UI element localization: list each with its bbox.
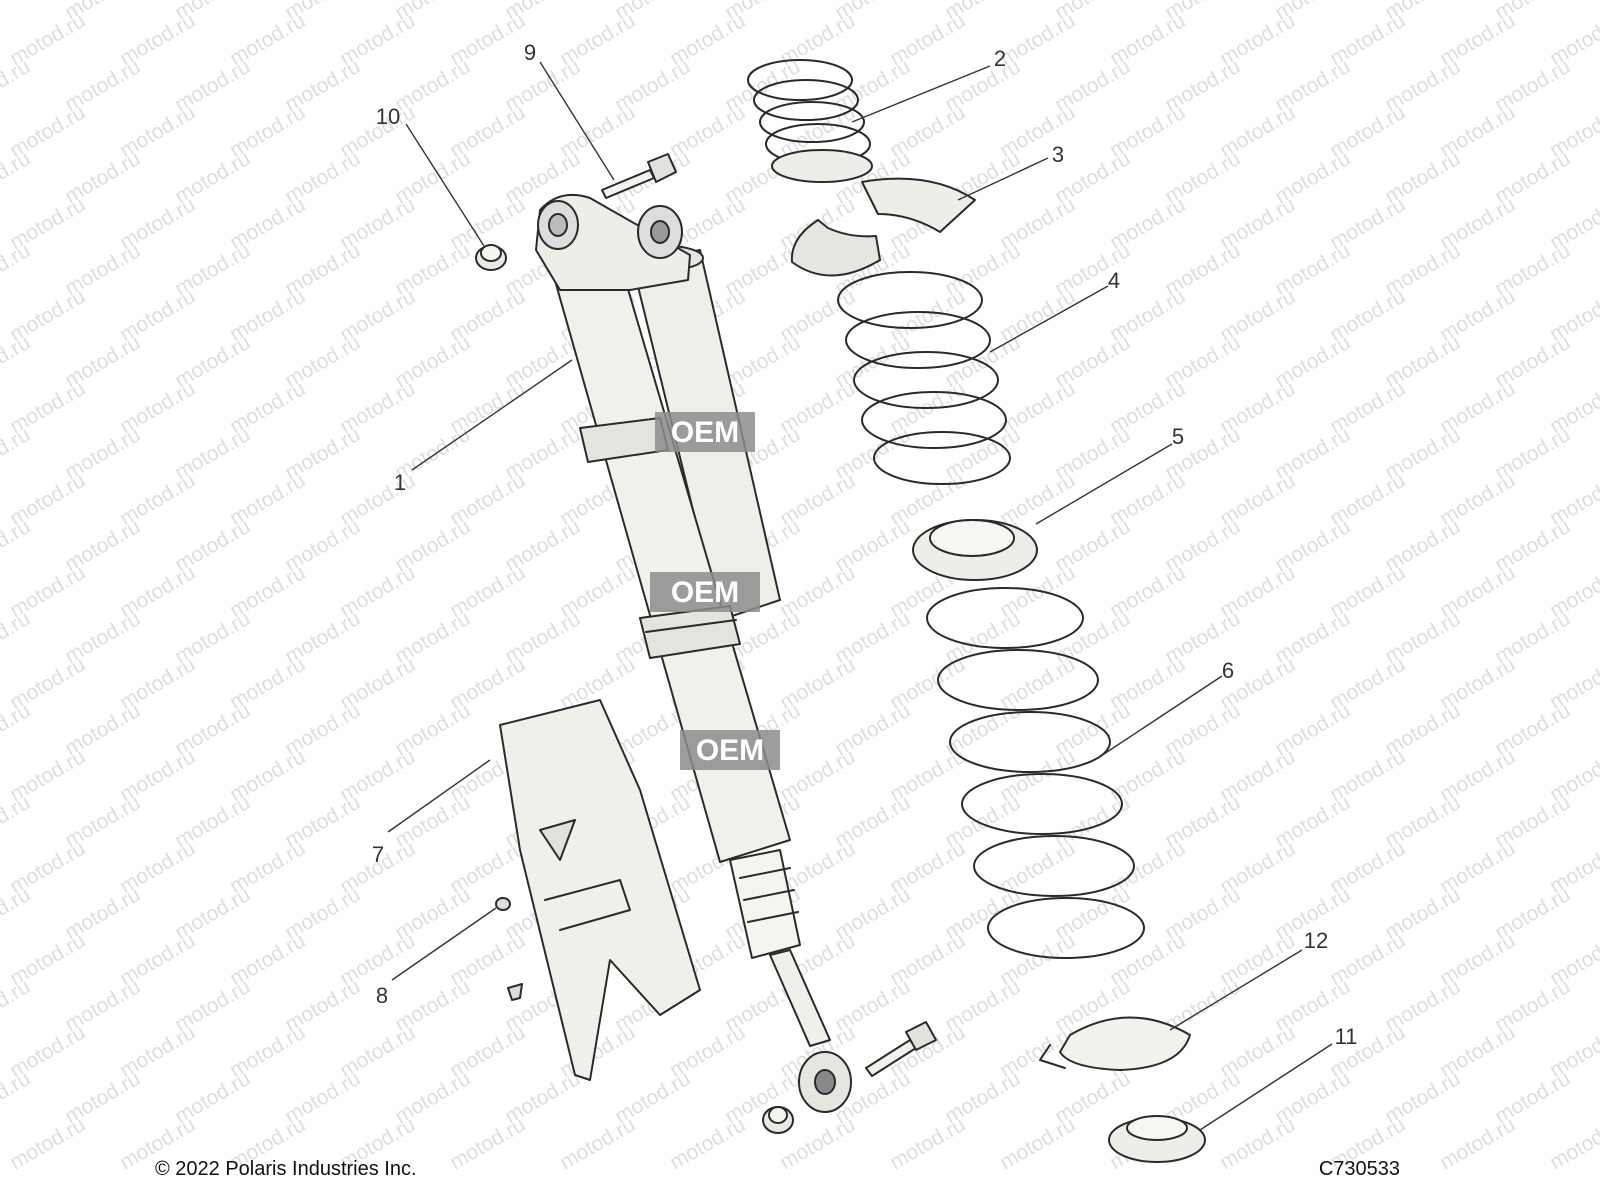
- watermark-text: motod.ru: [0, 975, 34, 1036]
- watermark-text: motod.ru: [0, 423, 34, 484]
- oem-overlay-label: OEM: [671, 416, 739, 449]
- watermark-text: motod.ru: [0, 147, 34, 208]
- flange-nut: [475, 244, 507, 271]
- watermark-text: motod.ru: [0, 55, 34, 116]
- watermark-text: motod.ru: [0, 607, 34, 668]
- callout-8: 8: [376, 983, 388, 1008]
- callout-11: 11: [1335, 1024, 1358, 1049]
- watermark-text: motod.ru: [1216, 1113, 1299, 1174]
- watermark-text: motod.ru: [996, 1113, 1079, 1174]
- watermark-text: motod.ru: [0, 0, 34, 24]
- oem-overlay-label: OEM: [696, 734, 764, 767]
- watermark-text: motod.ru: [6, 1113, 89, 1174]
- watermark-text: motod.ru: [1436, 1113, 1519, 1174]
- watermark-text: motod.ru: [0, 883, 34, 944]
- bump-stop-spring: [747, 59, 873, 183]
- spring-seat: [912, 519, 1038, 581]
- callout-1: 1: [394, 470, 406, 495]
- top-bolt: [601, 153, 677, 199]
- callout-10: 10: [376, 104, 400, 129]
- main-coil-spring: [926, 587, 1145, 959]
- shock-absorber: OEM OEM OEM: [535, 194, 852, 1113]
- watermark-text: motod.ru: [556, 1113, 639, 1174]
- copyright-notice: © 2022 Polaris Industries Inc.: [155, 1158, 417, 1180]
- callout-3: 3: [1052, 142, 1064, 167]
- watermark-text: motod.ru: [0, 791, 34, 852]
- watermark-text: motod.ru: [886, 1113, 969, 1174]
- callout-9: 9: [524, 40, 536, 65]
- leader-lines: [387, 61, 1333, 1131]
- drawing-number: C730533: [1318, 1158, 1400, 1180]
- retaining-clip: [1039, 1016, 1191, 1071]
- upper-coil-spring: [837, 271, 1011, 485]
- lower-flange-nut: [762, 1106, 794, 1134]
- callout-2: 2: [994, 46, 1006, 71]
- watermark-text: motod.ru: [0, 699, 34, 760]
- split-retainer: [790, 177, 976, 277]
- callout-6: 6: [1222, 658, 1234, 683]
- watermark-text: motod.ru: [0, 239, 34, 300]
- callout-7: 7: [372, 842, 384, 867]
- watermark-text: motod.ru: [0, 1067, 34, 1128]
- oem-overlay-label: OEM: [671, 576, 739, 609]
- callout-labels: 1 2 3 4 5 6 7 8 9 10 11 12: [372, 40, 1358, 1049]
- lower-bolt: [865, 1021, 937, 1077]
- callout-5: 5: [1172, 424, 1184, 449]
- callout-12: 12: [1304, 928, 1328, 953]
- watermark-text: motod.ru: [0, 331, 34, 392]
- shock-guard: [495, 699, 701, 1081]
- watermark-text: motod.ru: [666, 1113, 749, 1174]
- watermark-text: motod.ru: [1546, 1113, 1600, 1174]
- watermark-text: motod.ru: [0, 515, 34, 576]
- lower-spring-seat: [1108, 1115, 1206, 1163]
- callout-4: 4: [1108, 268, 1120, 293]
- watermark-text: motod.ru: [446, 1113, 529, 1174]
